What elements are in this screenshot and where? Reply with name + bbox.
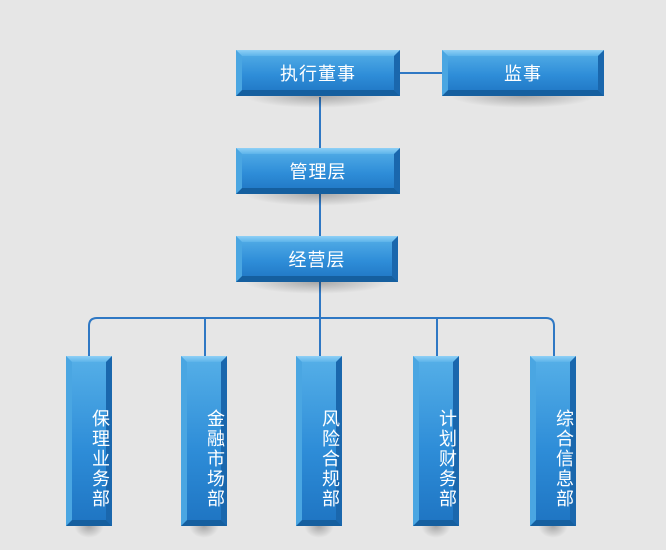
dept-label: 综合信息部 — [553, 409, 574, 509]
dept-planning-finance: 计划财务部 — [413, 356, 459, 538]
node-executive-director-label: 执行董事 — [280, 64, 356, 85]
dept-label: 金融市场部 — [204, 409, 225, 509]
node-management: 管理层 — [236, 148, 400, 206]
dept-financial-markets: 金融市场部 — [181, 356, 227, 538]
dept-factoring-business: 保理业务部 — [66, 356, 112, 538]
node-management-label: 管理层 — [289, 162, 347, 183]
dept-label: 计划财务部 — [436, 409, 457, 509]
node-executive-director: 执行董事 — [236, 50, 400, 108]
node-operations-label: 经营层 — [288, 250, 346, 271]
connector-horizontal-bus — [88, 317, 555, 356]
dept-label: 风险合规部 — [319, 409, 340, 509]
node-supervisor-label: 监事 — [504, 64, 542, 85]
dept-risk-compliance: 风险合规部 — [296, 356, 342, 538]
node-operations: 经营层 — [236, 236, 398, 294]
dept-label: 保理业务部 — [89, 409, 110, 509]
dept-general-information: 综合信息部 — [530, 356, 576, 538]
node-supervisor: 监事 — [442, 50, 604, 108]
